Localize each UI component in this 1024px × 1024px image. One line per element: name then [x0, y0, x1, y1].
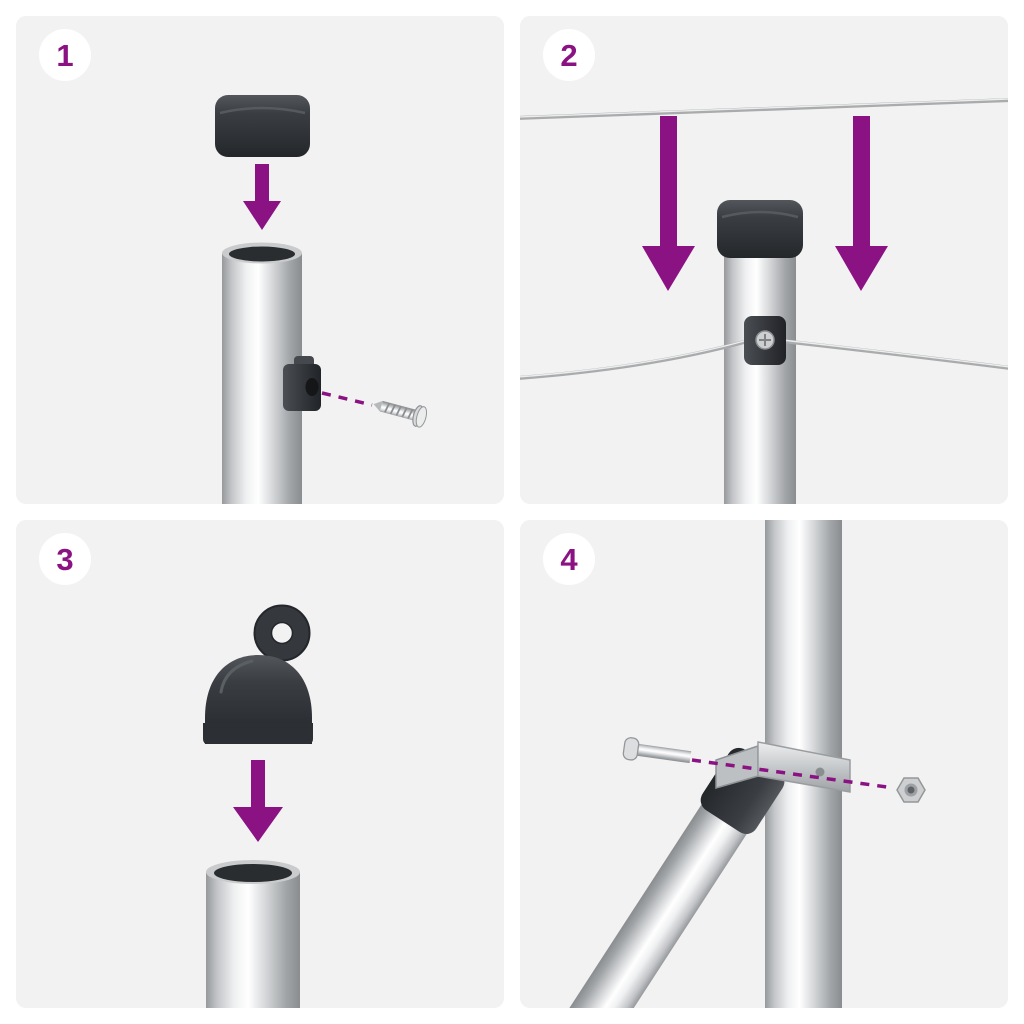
step-number: 4 — [560, 541, 578, 577]
step-number-badge: 3 — [39, 533, 91, 585]
down-arrow-icon — [243, 164, 281, 230]
screw-illustration — [373, 400, 428, 428]
step-panel-4: 4 — [520, 520, 1008, 1008]
down-arrow-icon-left — [642, 116, 695, 291]
step-number-badge: 2 — [543, 29, 595, 81]
post-cap-illustration — [215, 95, 310, 157]
fence-post-illustration — [724, 256, 796, 504]
lower-tension-wire — [520, 339, 1008, 380]
step-3-illustration — [203, 604, 313, 1008]
post-cap-illustration — [717, 200, 803, 258]
wire-clamp-illustration — [744, 316, 786, 365]
fence-post-illustration — [206, 860, 300, 1008]
step-panel-3: 3 — [16, 520, 504, 1008]
wire-holder-illustration — [283, 356, 321, 411]
nut-illustration — [896, 777, 926, 803]
step-number: 3 — [56, 541, 74, 577]
step-number-badge: 1 — [39, 29, 91, 81]
step-4-illustration — [543, 520, 926, 1008]
bolt-illustration — [622, 737, 692, 764]
step-panel-2: 2 — [520, 16, 1008, 504]
eyelet-cap-illustration — [203, 604, 313, 744]
step-number: 1 — [56, 37, 74, 73]
assembly-guide-line — [321, 391, 373, 407]
brace-post-illustration — [543, 747, 785, 1008]
step-number: 2 — [560, 37, 578, 73]
step-2-illustration — [520, 98, 1008, 504]
step-panel-1: 1 — [16, 16, 504, 504]
step-number-badge: 4 — [543, 533, 595, 585]
step-1-illustration — [215, 95, 428, 504]
top-tension-wire — [520, 98, 1008, 120]
down-arrow-icon — [233, 760, 283, 842]
down-arrow-icon-right — [835, 116, 888, 291]
